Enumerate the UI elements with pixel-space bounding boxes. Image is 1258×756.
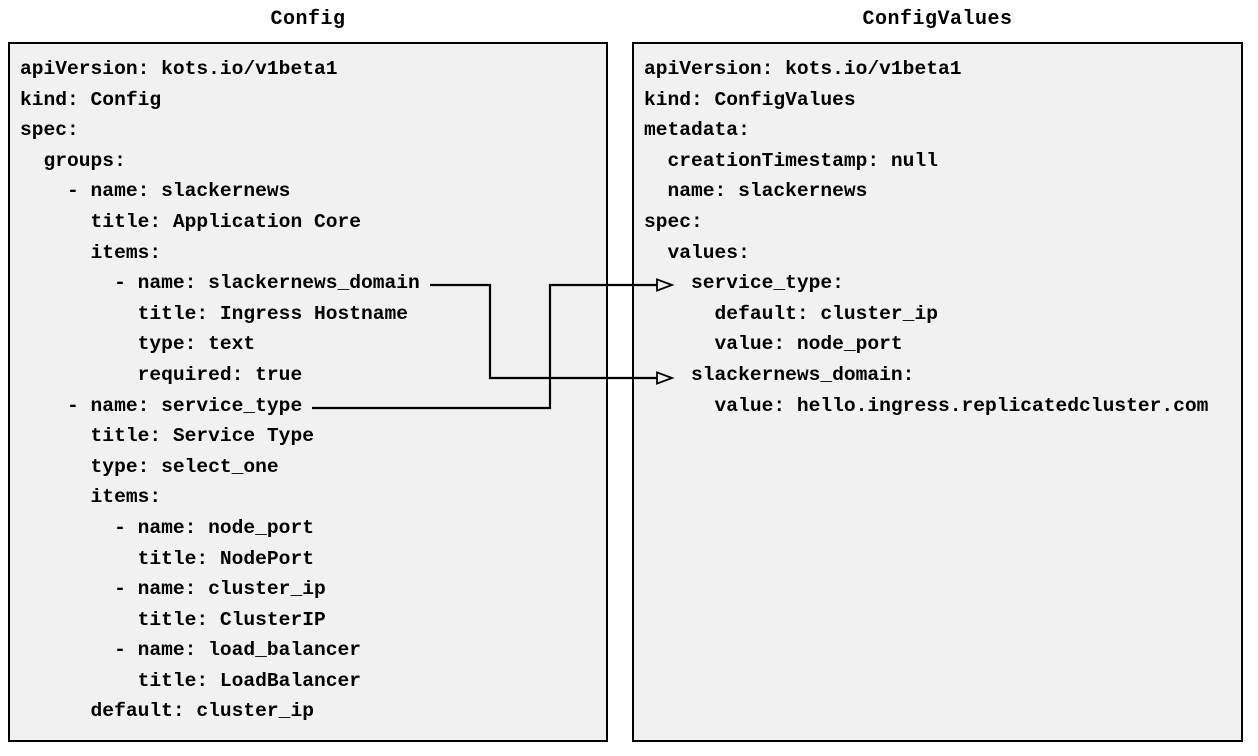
yaml-line: title: Service Type xyxy=(20,425,314,448)
yaml-line: apiVersion: kots.io/v1beta1 xyxy=(644,58,962,80)
yaml-line: creationTimestamp: null xyxy=(644,149,938,172)
yaml-line: spec: xyxy=(644,210,703,233)
yaml-line-service-type: - name: service_type xyxy=(20,394,303,417)
config-yaml-box: apiVersion: kots.io/v1beta1 kind: Config… xyxy=(8,42,608,742)
yaml-line: value: node_port xyxy=(644,333,903,356)
yaml-line: default: cluster_ip xyxy=(20,700,314,723)
yaml-line: type: select_one xyxy=(20,455,279,478)
yaml-line-slackernews-domain-value: slackernews_domain: xyxy=(644,363,915,386)
yaml-line: values: xyxy=(644,241,750,264)
yaml-line: title: LoadBalancer xyxy=(20,669,361,692)
yaml-line: title: Application Core xyxy=(20,210,361,233)
yaml-line: items: xyxy=(20,241,162,264)
yaml-line: name: slackernews xyxy=(644,180,868,203)
config-panel-title: Config xyxy=(270,8,346,31)
yaml-line: - name: load_balancer xyxy=(20,639,361,662)
yaml-line: kind: Config xyxy=(20,88,162,111)
yaml-line: title: ClusterIP xyxy=(20,608,326,631)
yaml-line: metadata: xyxy=(644,119,750,142)
yaml-line: - name: slackernews xyxy=(20,180,291,203)
yaml-line: - name: node_port xyxy=(20,516,314,539)
yaml-line: apiVersion: kots.io/v1beta1 xyxy=(20,58,338,80)
yaml-line: title: NodePort xyxy=(20,547,314,570)
yaml-line-service-type-value: service_type: xyxy=(644,272,844,295)
configvalues-panel-title: ConfigValues xyxy=(862,8,1013,31)
yaml-line: value: hello.ingress.replicatedcluster.c… xyxy=(644,394,1209,417)
yaml-line: groups: xyxy=(20,149,126,172)
yaml-line: kind: ConfigValues xyxy=(644,88,856,111)
yaml-line-slackernews-domain: - name: slackernews_domain xyxy=(20,272,420,295)
yaml-line: type: text xyxy=(20,333,256,356)
yaml-line: title: Ingress Hostname xyxy=(20,302,409,325)
yaml-line: spec: xyxy=(20,119,79,142)
yaml-line: required: true xyxy=(20,363,303,386)
yaml-line: default: cluster_ip xyxy=(644,302,938,325)
yaml-line: items: xyxy=(20,486,162,509)
yaml-line: - name: cluster_ip xyxy=(20,578,326,601)
configvalues-yaml-box: apiVersion: kots.io/v1beta1 kind: Config… xyxy=(632,42,1243,742)
